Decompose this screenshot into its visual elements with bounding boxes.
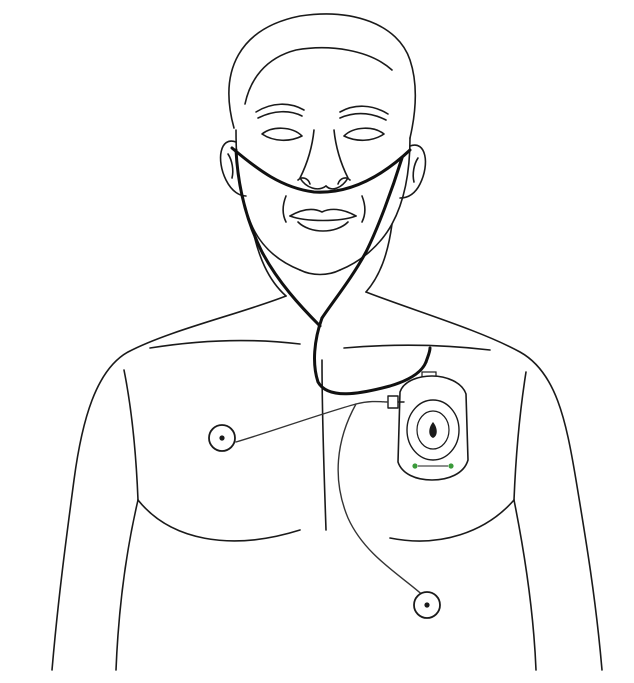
electrode-icon <box>414 592 440 618</box>
electrode-left <box>209 425 235 451</box>
electrode-icon <box>209 425 235 451</box>
electrode-lower <box>414 592 440 618</box>
monitor-device-icon <box>398 372 468 480</box>
